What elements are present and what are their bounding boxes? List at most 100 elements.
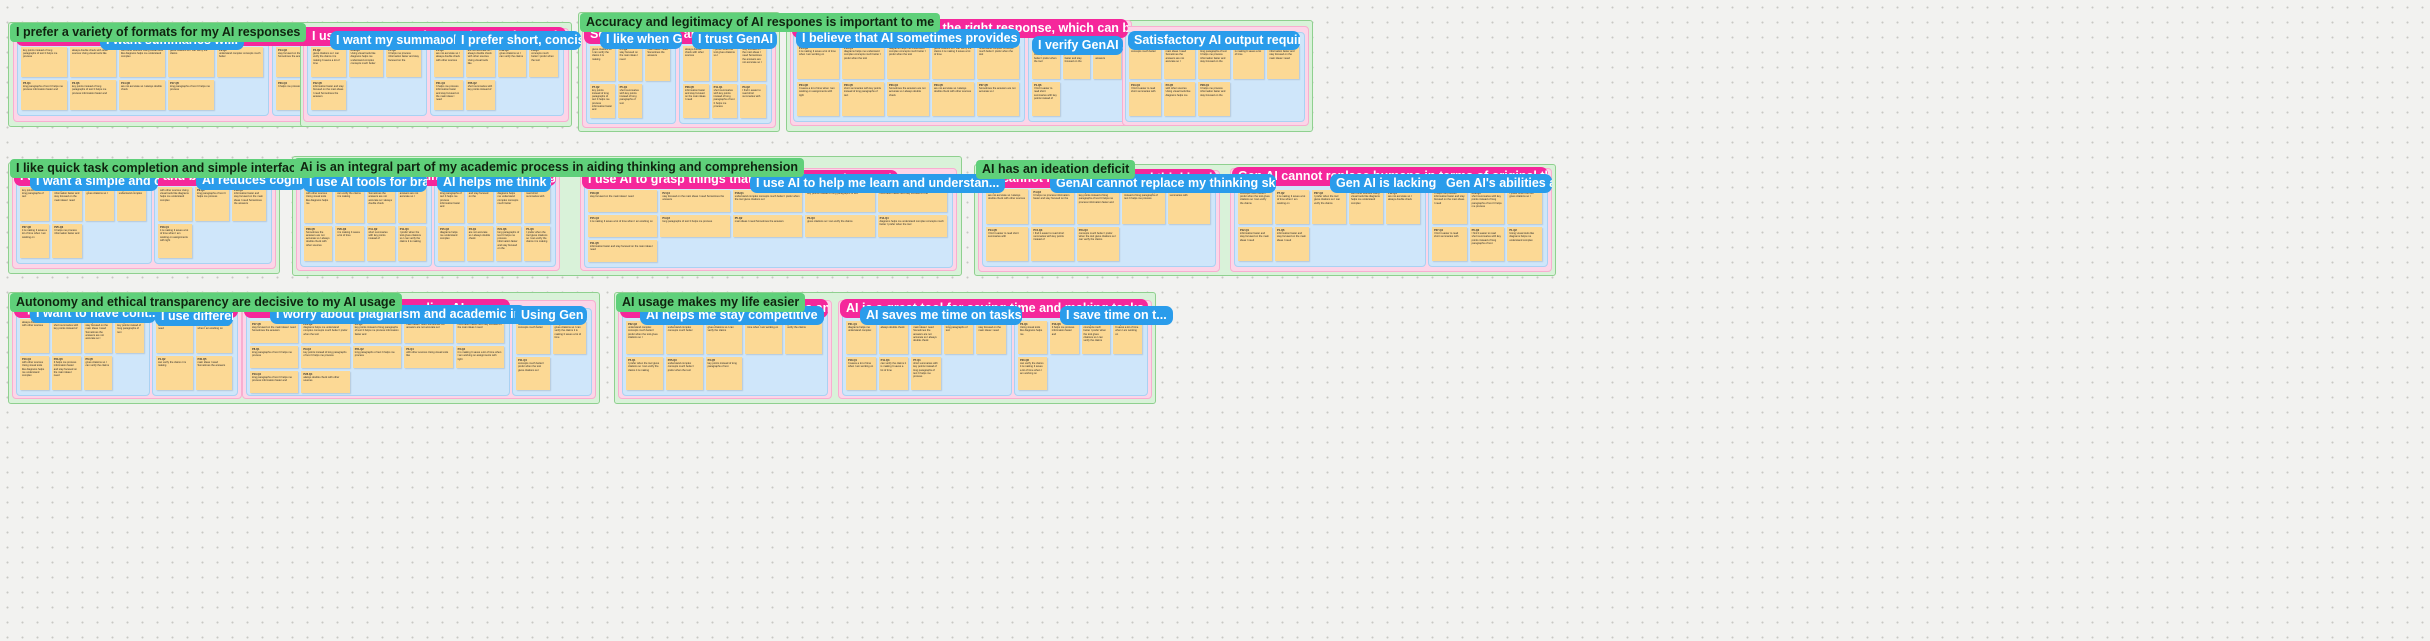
sticky-note[interactable]: it is making It saves a lot of time when… [745, 321, 783, 354]
cluster-label-t2-0-0[interactable]: I want my summari... [330, 31, 442, 50]
sticky-note[interactable]: key points instead of long paragraphs of… [805, 190, 875, 212]
cluster-label-t4-0-1[interactable]: I verify GenAI ... [1032, 36, 1123, 55]
sticky-note[interactable]: understand complex concepts much better [516, 321, 550, 354]
sticky-note[interactable]: gives citations so I can verify the clai… [335, 187, 364, 223]
sticky-note[interactable]: diagrams helps me understand complex [116, 187, 146, 221]
sticky-note[interactable]: with other sources Using visual tools li… [1349, 190, 1383, 224]
sticky-note[interactable]: understand complex concepts much better … [977, 45, 1019, 79]
sticky-note[interactable]: with other sources Using visual tools li… [119, 47, 165, 77]
theme-label-t3[interactable]: Accuracy and legitimacy of AI respones i… [580, 13, 941, 32]
theme-label-t6[interactable]: Ai is an integral part of my academic pr… [294, 158, 805, 177]
cluster-label-t4-1-0[interactable]: Satisfactory AI output requires pro... [1128, 31, 1300, 50]
sticky-note[interactable]: stay focused on the main ideas I need So… [1163, 45, 1196, 79]
cluster-label-t6-0-1[interactable]: AI helps me think and plan [437, 173, 551, 192]
sticky-note[interactable]: I find it easier to read short summaries… [51, 319, 81, 353]
cluster-label-t4-0-0[interactable]: I believe that AI sometimes provides inn… [796, 29, 1020, 48]
cluster-label-t7-0-0[interactable]: GenAI cannot replace my thinking skill [1050, 174, 1276, 193]
sticky-note[interactable]: I prefer when the tool gives citations s… [84, 187, 114, 221]
sticky-note[interactable]: always double check with other sources [20, 319, 49, 353]
sticky-note[interactable]: gives citations so I can verify the clai… [785, 321, 822, 354]
cluster-label-t8-0-1[interactable]: I use differen... [155, 307, 233, 326]
sticky-note[interactable]: short summaries with key points instead … [1122, 189, 1165, 224]
cluster-label-t6-0-0[interactable]: I use AI tools for brainstorming [303, 173, 427, 192]
sticky-note[interactable]: I find it easier to read short summaries… [524, 187, 550, 223]
cluster-label-t8-1-1[interactable]: Using Gen A... [515, 306, 587, 325]
cluster-label-t9-1-1[interactable]: I save time on t... [1060, 306, 1173, 325]
sticky-note[interactable]: can verify the claims it is making It sa… [1232, 45, 1265, 79]
cluster-label-t7-1-1[interactable]: Gen AI's abilities are limi... [1440, 174, 1552, 193]
theme-label-t8[interactable]: Autonomy and ethical transparency are de… [10, 293, 402, 312]
sticky-note[interactable]: concepts much better I prefer when the t… [1238, 190, 1272, 224]
sticky-note[interactable]: are not accurate so I always double chec… [878, 321, 909, 354]
sticky-note[interactable]: information faster and stay focused on t… [877, 190, 947, 212]
cluster-label-t6-1-0[interactable]: I use AI to help me learn and understan.… [750, 174, 1006, 193]
sticky-note[interactable]: key points instead of long paragraphs of… [20, 187, 50, 221]
sticky-note[interactable]: gives citations so I can verify the clai… [168, 47, 214, 77]
theme-label-t5[interactable]: I like quick task completion and simple … [10, 159, 316, 178]
sticky-note[interactable]: main ideas I need Sometimes the answers … [404, 321, 453, 343]
